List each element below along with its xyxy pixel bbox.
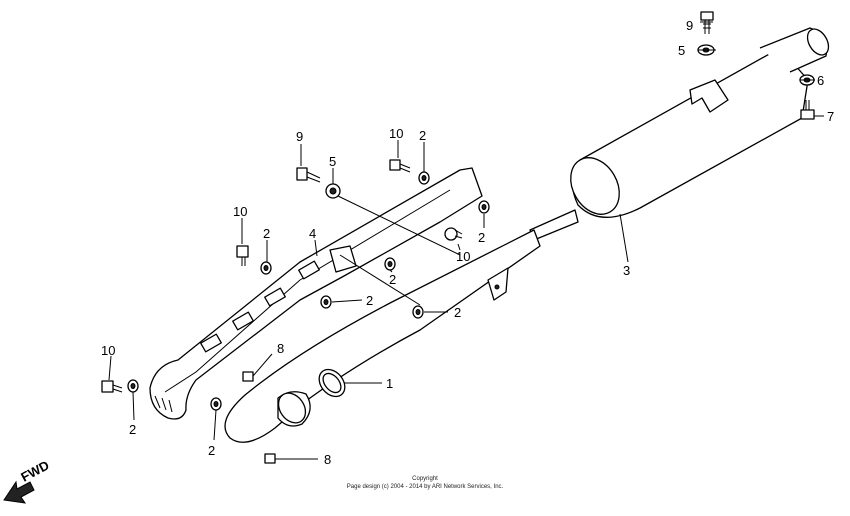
callout-5-top: 5 [678,43,685,58]
callout-2-top: 2 [419,128,426,143]
fwd-label: FWD [18,458,51,485]
callout-5-mid: 5 [329,154,336,169]
callout-2-left: 2 [263,226,270,241]
callout-7: 7 [827,109,834,124]
callout-2-bottom: 2 [208,443,215,458]
heat-protector-part-4[interactable] [149,167,483,420]
bolt-part-10-mid[interactable] [444,227,463,241]
callout-8-mid: 8 [277,341,284,356]
callout-2-bracket: 2 [366,293,373,308]
fwd-indicator: FWD [3,458,52,504]
callout-2-rear: 2 [478,230,485,245]
muffler-part-3[interactable] [529,25,833,241]
callout-2-bottom-left: 2 [129,422,136,437]
callout-3: 3 [623,263,630,278]
nut-part-8-bottom[interactable] [264,453,276,464]
nut-part-2-bottom[interactable] [210,397,222,411]
bolt-part-7[interactable] [800,100,815,120]
nut-part-2-rear[interactable] [478,200,490,214]
callout-9-top: 9 [686,18,693,33]
nut-part-8-mid[interactable] [242,371,254,382]
callout-1: 1 [386,376,393,391]
callout-6: 6 [817,73,824,88]
nut-part-2-left[interactable] [260,261,272,275]
exhaust-pipe[interactable] [224,229,541,443]
callout-10-bottom: 10 [101,343,115,358]
callout-labels: 1 3 4 9 5 6 7 9 5 10 2 2 10 2 10 2 2 2 8… [101,18,834,467]
washer-part-5-mid[interactable] [325,183,341,199]
bolt-part-9-top[interactable] [700,11,714,34]
gasket-part-1[interactable] [314,364,350,401]
copyright-line-1: Copyright [412,476,438,482]
nut-part-2-bottom-left[interactable] [127,379,139,393]
nut-part-2-centre[interactable] [384,257,396,271]
bolt-part-10-left[interactable] [236,245,249,266]
callout-10-mid: 10 [456,249,470,264]
bolt-part-9-mid[interactable] [296,167,321,183]
callout-2-centre: 2 [389,272,396,287]
callout-2-pipe: 2 [454,305,461,320]
leader-lines [108,21,824,460]
callout-8-bottom: 8 [324,452,331,467]
copyright-line-2: Page design (c) 2004 - 2014 by ARI Netwo… [347,484,504,490]
forward-arrow-icon [3,480,35,504]
nut-part-2-bracket[interactable] [320,295,332,309]
bolt-part-10-bottom[interactable] [101,380,123,393]
nut-part-2-pipe[interactable] [412,305,424,319]
bolt-part-10-top[interactable] [389,159,411,173]
callout-10-left: 10 [233,204,247,219]
nut-part-2-top[interactable] [418,171,430,185]
callout-4: 4 [309,226,316,241]
callout-9-mid: 9 [296,129,303,144]
callout-10-top: 10 [389,126,403,141]
